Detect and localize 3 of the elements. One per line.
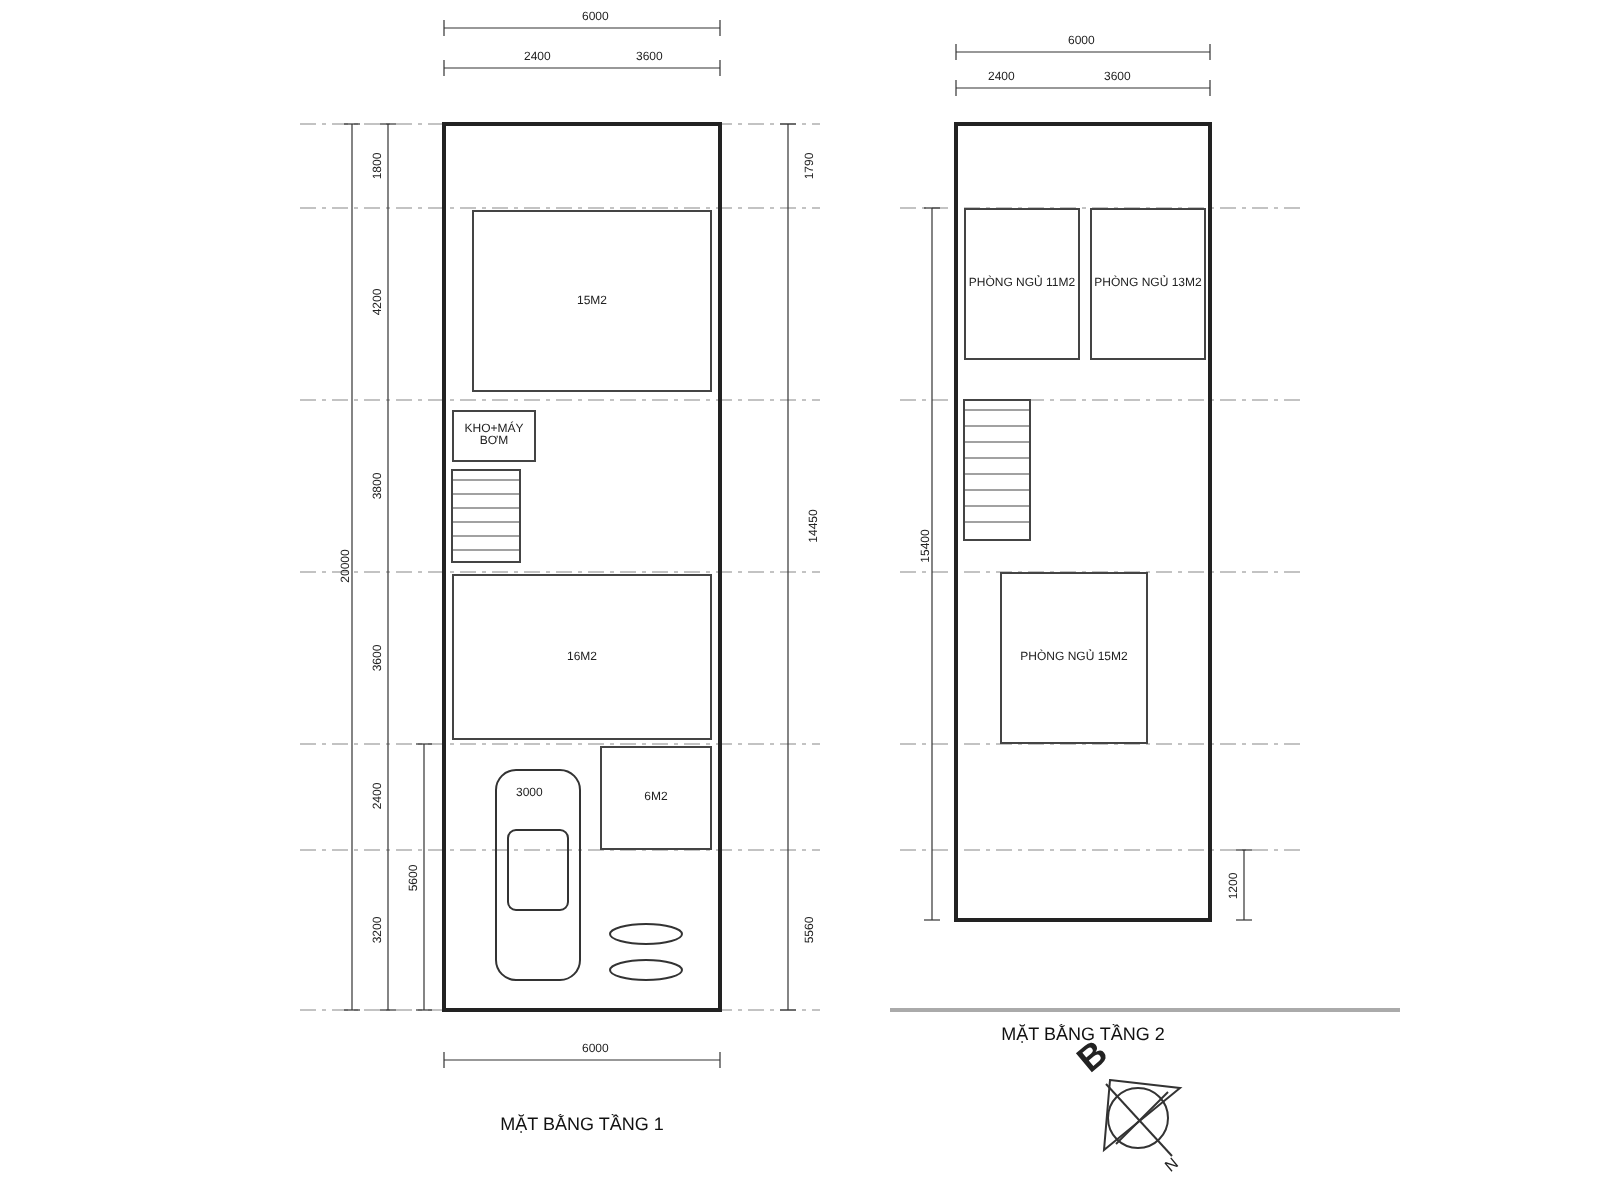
compass-letter: N [1161,1154,1182,1176]
plan-title: MẶT BẰNG TẦNG 2 [999,1024,1167,1044]
plan-title: MẶT BẰNG TẦNG 1 [498,1114,666,1134]
